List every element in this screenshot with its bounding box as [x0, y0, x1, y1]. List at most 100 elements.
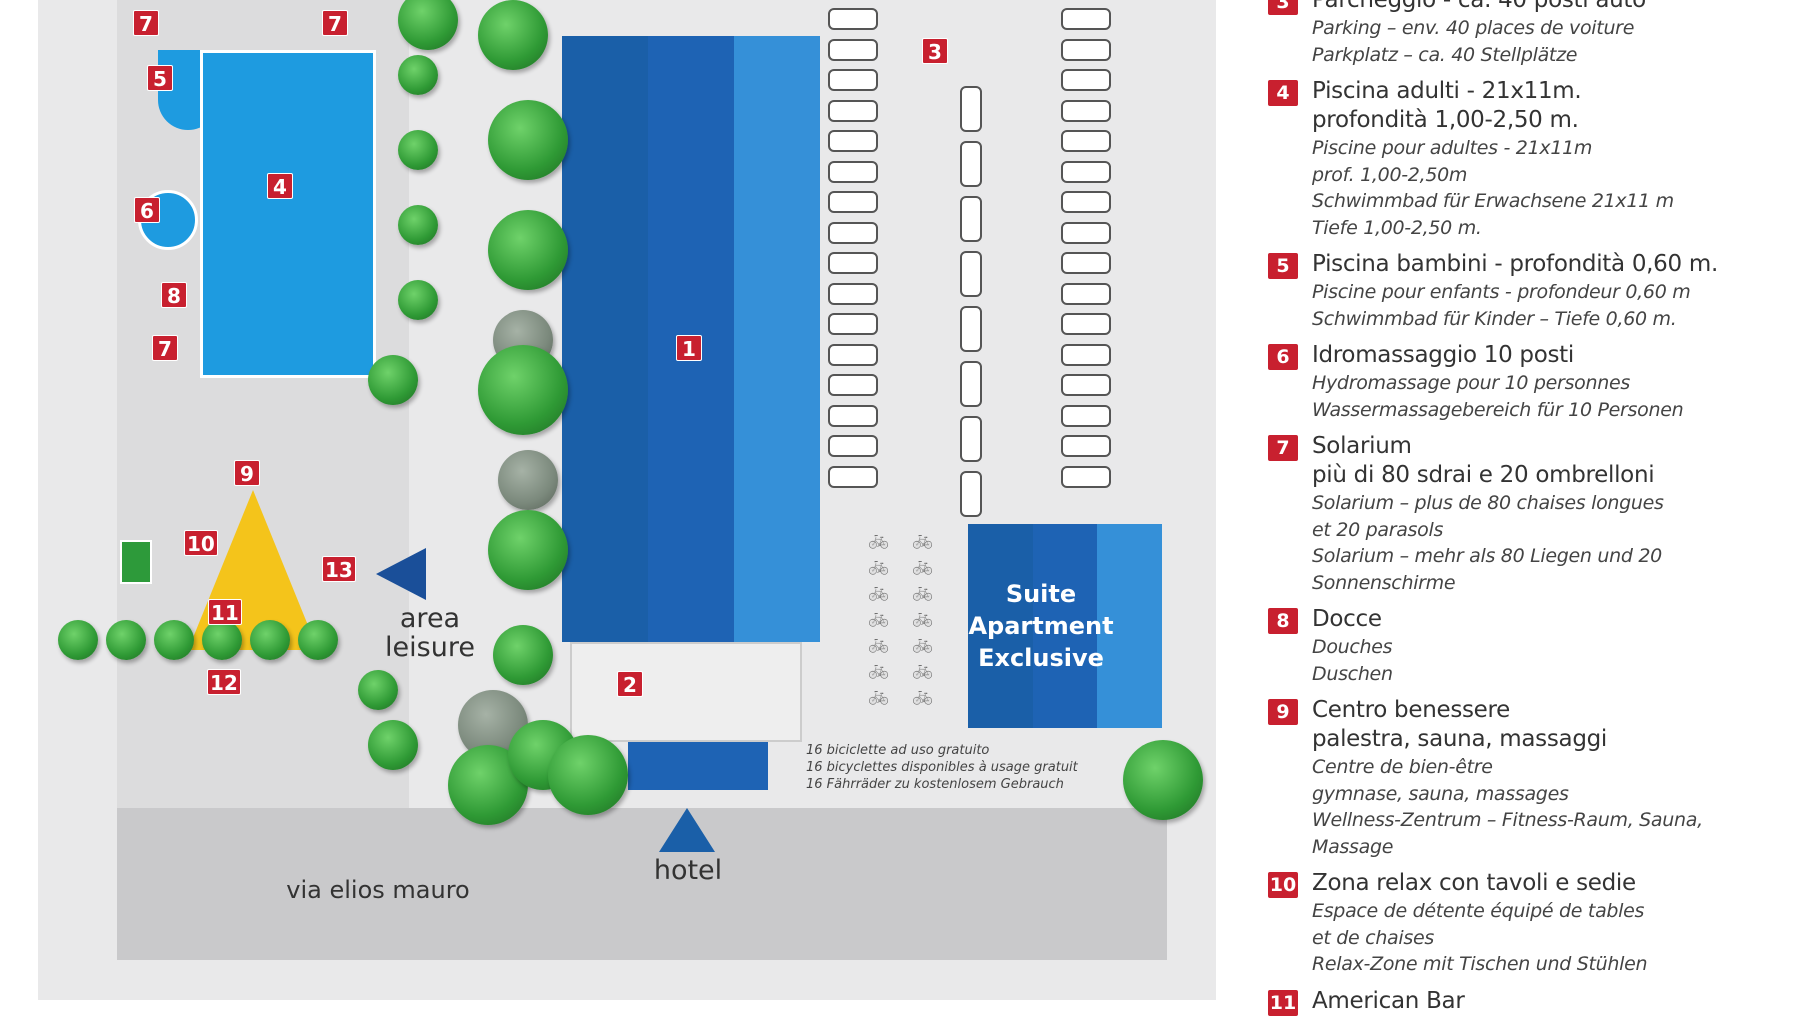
tree-icon — [478, 345, 568, 435]
palm-tree-icon — [106, 620, 146, 660]
street-label: via elios mauro — [286, 876, 470, 904]
area-label-line: area — [399, 603, 461, 634]
tree-icon — [488, 510, 568, 590]
legend-item: 7 Solarium più di 80 sdrai e 20 ombrelloni… — [1268, 432, 1800, 596]
map-marker-solarium: 7 — [152, 335, 178, 361]
map-marker-wellness: 9 — [234, 460, 260, 486]
parking-space-icon — [960, 141, 982, 187]
legend-translation: prof. 1,00-2,50m — [1312, 163, 1468, 186]
tree-icon — [398, 205, 438, 245]
parking-space-icon — [1061, 69, 1111, 91]
parking-space-icon — [960, 416, 982, 462]
legend-title: palestra, sauna, massaggi — [1312, 726, 1608, 752]
parking-space-icon — [828, 282, 878, 305]
legend-title: Centro benessere — [1312, 697, 1511, 723]
legend-title: profondità 1,00-2,50 m. — [1312, 107, 1579, 133]
parking-space-icon — [1061, 99, 1111, 122]
hotel-entrance-arrow-icon — [659, 808, 715, 852]
legend-title: Idromassaggio 10 posti — [1312, 342, 1574, 368]
legend-item: 4 Piscina adulti - 21x11m. profondità 1,00… — [1268, 77, 1800, 241]
suite-building — [968, 524, 1163, 728]
tree-icon — [1123, 740, 1203, 820]
legend-title: Docce — [1312, 606, 1382, 632]
parking-space-icon — [960, 251, 982, 297]
palm-tree-icon — [250, 620, 290, 660]
palm-tree-icon — [58, 620, 98, 660]
hotel-building — [562, 36, 820, 642]
parking-space-icon — [828, 191, 878, 213]
tree-icon — [488, 210, 568, 290]
legend-translation: Duschen — [1312, 662, 1393, 685]
parking-space-icon — [828, 8, 878, 30]
bicycle-icon: 🚲 — [912, 530, 933, 550]
legend-translation: Solarium – plus de 80 chaises longues — [1312, 492, 1664, 514]
parking-space-icon — [1061, 221, 1111, 244]
parking-space-icon — [1061, 465, 1111, 488]
legend-translation: Piscine pour enfants - profondeur 0,60 m — [1312, 281, 1691, 303]
street — [117, 808, 1167, 960]
palm-tree-icon — [154, 620, 194, 660]
parking-space-icon — [1061, 8, 1111, 30]
legend-translation: et de chaises — [1312, 926, 1434, 949]
area-leisure-arrow-icon — [376, 548, 426, 600]
legend-number-badge: 3 — [1268, 0, 1298, 15]
bicycle-icon: 🚲 — [868, 556, 889, 576]
tree-icon — [398, 55, 438, 95]
area-leisure-label: area leisure — [378, 604, 482, 662]
tree-icon — [398, 0, 458, 50]
parking-space-icon — [960, 361, 982, 407]
bicycle-icon: 🚲 — [868, 634, 889, 654]
parking-space-icon — [1061, 191, 1111, 213]
bicycle-icon: 🚲 — [912, 556, 933, 576]
tree-icon — [493, 625, 553, 685]
legend-title: Piscina bambini - profondità 0,60 m. — [1312, 251, 1718, 277]
legend-number-badge: 4 — [1268, 80, 1298, 106]
parking-space-icon — [1061, 252, 1111, 274]
legend-translation: Sonnenschirme — [1312, 571, 1456, 594]
bicycle-note: 16 biciclette ad uso gratuito 16 bicycle… — [806, 742, 1078, 793]
tree-icon — [398, 130, 438, 170]
legend-translation: Massage — [1312, 835, 1394, 858]
legend-number-badge: 11 — [1268, 989, 1298, 1016]
bicycle-icon: 🚲 — [868, 582, 889, 602]
parking-space-icon — [828, 404, 878, 427]
hotel-label: hotel — [653, 855, 723, 886]
legend-translation: Parkplatz – ca. 40 Stellplätze — [1312, 43, 1578, 66]
suite-label-line: Suite — [1005, 580, 1077, 608]
bicycle-icon: 🚲 — [912, 660, 933, 680]
hotel-terrace — [570, 642, 802, 742]
area-label-line: leisure — [385, 632, 475, 663]
map-marker-12: 12 — [207, 669, 241, 695]
bicycle-icon: 🚲 — [868, 530, 889, 550]
parking-space-icon — [960, 306, 982, 352]
parking-space-icon — [828, 221, 878, 244]
legend-title: più di 80 sdrai e 20 ombrelloni — [1312, 462, 1655, 488]
parking-space-icon — [1061, 435, 1111, 457]
parking-space-icon — [828, 435, 878, 457]
legend-title: Solarium — [1312, 433, 1412, 459]
parking-space-icon — [960, 86, 982, 132]
legend-title: Piscina adulti - 21x11m. — [1312, 78, 1582, 104]
map-marker-american-bar: 11 — [208, 599, 242, 625]
suite-label-line: Exclusive — [978, 644, 1104, 672]
tree-icon — [488, 100, 568, 180]
parking-space-icon — [828, 252, 878, 274]
legend-translation: Tiefe 1,00-2,50 m. — [1312, 216, 1482, 239]
bicycle-icon: 🚲 — [912, 634, 933, 654]
parking-space-icon — [1061, 374, 1111, 396]
legend-translation: Centre de bien-être — [1312, 756, 1493, 778]
parking-space-icon — [828, 99, 878, 122]
legend-number-badge: 7 — [1268, 435, 1298, 461]
map-marker-relax-zone: 10 — [184, 530, 218, 556]
bicycle-icon: 🚲 — [912, 582, 933, 602]
tree-icon — [478, 0, 548, 70]
legend-number-badge: 5 — [1268, 253, 1298, 279]
legend-translation: Wellness-Zentrum – Fitness-Raum, Sauna, — [1312, 809, 1703, 831]
parking-space-icon — [828, 38, 878, 61]
parking-space-icon — [828, 69, 878, 91]
legend-translation: Schwimmbad für Kinder – Tiefe 0,60 m. — [1312, 307, 1677, 330]
parking-space-icon — [1061, 404, 1111, 427]
